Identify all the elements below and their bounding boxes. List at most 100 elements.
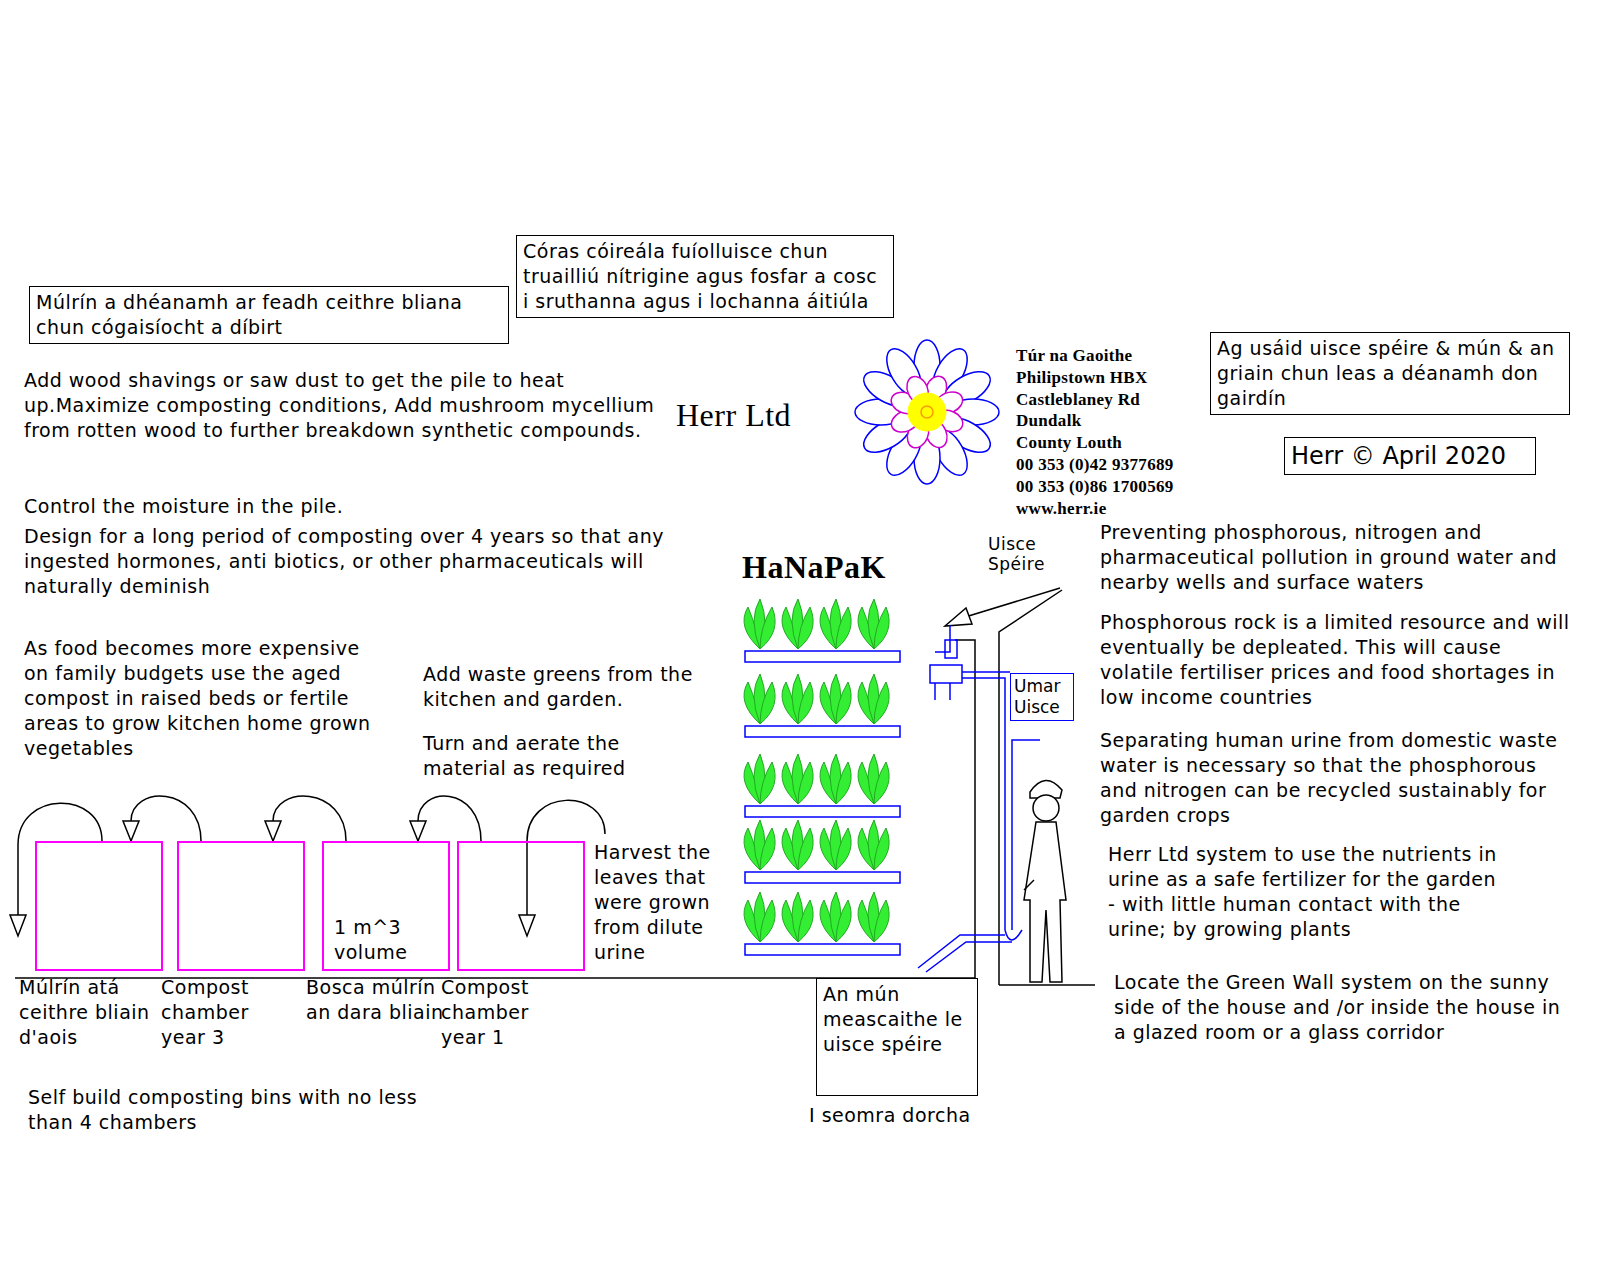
flower-logo [855,340,999,484]
label-holder: Phosphorous rock is a limited resource a… [1100,610,1580,710]
flower-centre [908,393,946,431]
label-holder: Control the moisture in the pile. [24,494,343,519]
label-holder: Herr Ltd [676,396,791,434]
leaf [836,682,851,724]
box-caption: Compost chamber year 1 [441,975,579,1050]
rain-arrow [945,588,1060,626]
arrow-head [410,821,426,841]
label-holder: Philipstown HBX [1016,367,1148,388]
label-holder: HaNaPaK [742,548,886,586]
box-text: Herr © April 2020 [1291,441,1529,471]
leaf [874,607,889,649]
note-text: 00 353 (0)42 9377689 [1016,454,1174,475]
leaf [760,607,775,649]
note-text: Control the moisture in the pile. [24,494,343,519]
shelf [745,726,900,737]
leaf [760,682,775,724]
shelf [745,651,900,662]
note-text: Design for a long period of composting o… [24,524,684,599]
note-text: Herr Ltd system to use the nutrients in … [1108,842,1508,942]
note-text: Philipstown HBX [1016,367,1148,388]
label-holder: Turn and aerate the material as required [423,731,693,781]
arrow-head [123,821,139,841]
outer-arrows [10,800,605,936]
note-text: Separating human urine from domestic was… [1100,728,1580,828]
connector-line [418,796,481,841]
diagram-box: Bosca múlrín an dara bliain1 m^3 volume [322,841,450,971]
label-holder: 00 353 (0)42 9377689 [1016,454,1174,475]
box-caption: Bosca múlrín an dara bliain [306,975,444,1025]
box-caption: Compost chamber year 3 [161,975,299,1050]
label-holder: As food becomes more expensive on family… [24,636,384,761]
note-text: www.herr.ie [1016,498,1107,519]
note-text: Add waste greens from the kitchen and ga… [423,662,723,712]
leaf [874,828,889,870]
note-text: Locate the Green Wall system on the sunn… [1114,970,1574,1045]
label-holder: County Louth [1016,432,1122,453]
leaf [798,607,813,649]
diagram-box: Compost chamber year 3 [177,841,305,971]
leaf [836,828,851,870]
diagram-box: Múlrín atá ceithre bliain d'aois [35,841,163,971]
leaf [874,900,889,942]
leaf [874,762,889,804]
note-text: Add wood shavings or saw dust to get the… [24,368,664,443]
compost-transfer-arrow [123,796,201,841]
note-text: Self build composting bins with no less … [28,1085,448,1135]
box-caption: I seomra dorcha [809,1103,971,1128]
diagram-box: Herr © April 2020 [1284,437,1536,475]
leaf [798,762,813,804]
box-text: 1 m^3 volume [334,915,424,965]
arrow-head [265,821,281,841]
box-text: Córas cóireála fuíolluisce chun truailli… [523,239,887,314]
leaf [836,607,851,649]
label-holder: Separating human urine from domestic was… [1100,728,1580,828]
diagram-box: Córas cóireála fuíolluisce chun truailli… [516,235,894,318]
note-text: Turn and aerate the material as required [423,731,693,781]
note-text: Phosphorous rock is a limited resource a… [1100,610,1580,710]
diagram-box: Múlrín a dhéanamh ar feadh ceithre blian… [29,286,509,344]
shelf [745,944,900,955]
leaf [798,682,813,724]
shelf [745,872,900,883]
label-holder: Add wood shavings or saw dust to get the… [24,368,664,443]
label-holder: Preventing phosphorous, nitrogen and pha… [1100,520,1580,595]
note-text: Herr Ltd [676,396,791,434]
box-text: Múlrín a dhéanamh ar feadh ceithre blian… [36,290,502,340]
label-holder: Harvest the leaves that were grown from … [594,840,739,965]
connector-line [273,796,346,841]
note-text: County Louth [1016,432,1122,453]
note-text: HaNaPaK [742,548,886,586]
leaf [874,682,889,724]
note-text: Dundalk [1016,410,1081,431]
person-figure [1024,780,1066,982]
box-text: Ag usáid uisce spéire & mún & an griain … [1217,336,1563,411]
box-text: Umar Uisce [1014,676,1070,718]
leaf [760,828,775,870]
label-holder: Dundalk [1016,410,1081,431]
label-holder: Túr na Gaoithe [1016,345,1132,366]
note-text: 00 353 (0)86 1700569 [1016,476,1174,497]
label-holder: 00 353 (0)86 1700569 [1016,476,1174,497]
note-text: Harvest the leaves that were grown from … [594,840,739,965]
shelf [745,806,900,817]
leaf [760,762,775,804]
leaf [760,900,775,942]
note-text: Preventing phosphorous, nitrogen and pha… [1100,520,1580,595]
diagram-box: Compost chamber year 1 [457,841,585,971]
note-text: Túr na Gaoithe [1016,345,1132,366]
label-holder: Uisce Spéire [988,534,1078,574]
note-text: Uisce Spéire [988,534,1078,574]
flower-centre [921,406,933,418]
green-wall [744,599,900,955]
diagram-box: Umar Uisce [1010,673,1074,721]
label-holder: Self build composting bins with no less … [28,1085,448,1135]
label-holder: Locate the Green Wall system on the sunn… [1114,970,1574,1045]
house-wall [15,590,1095,985]
label-holder: www.herr.ie [1016,498,1107,519]
label-holder: Design for a long period of composting o… [24,524,684,599]
note-text: Castleblaney Rd [1016,389,1140,410]
leaf [836,900,851,942]
label-holder: Add waste greens from the kitchen and ga… [423,662,723,712]
leaf [836,762,851,804]
